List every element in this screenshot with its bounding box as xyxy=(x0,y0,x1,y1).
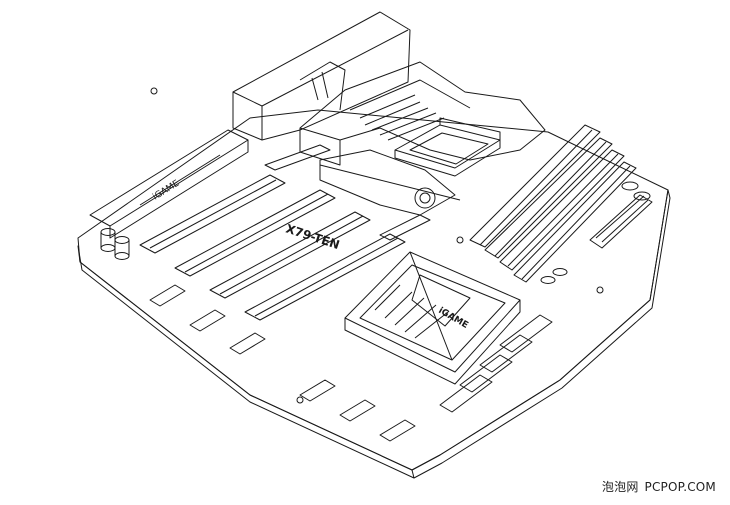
mounting-holes xyxy=(150,87,604,404)
atx-power-connector xyxy=(589,194,653,249)
dimm-slots xyxy=(469,124,637,283)
cpu-socket xyxy=(394,117,501,177)
chipset-heatsink xyxy=(344,251,521,385)
socket-retention xyxy=(319,149,456,216)
center-logo-label: X79-TEN xyxy=(284,222,341,252)
capacitors-right xyxy=(540,181,651,284)
small-heatsink xyxy=(264,144,431,241)
sata-ports-right xyxy=(439,314,553,413)
watermark-site-cn: 泡泡网 xyxy=(601,480,639,494)
vrm-heatsink xyxy=(299,61,546,201)
io-shroud-brand-label: iGAME xyxy=(151,178,181,202)
watermark: 泡泡网 PCPOP.COM xyxy=(602,478,716,495)
pcb-board xyxy=(77,109,671,479)
watermark-site-en: PCPOP.COM xyxy=(644,480,716,494)
pcie-slots xyxy=(139,174,406,321)
io-shroud xyxy=(232,11,411,141)
chipset-brand-label: iGAME xyxy=(437,306,470,331)
bottom-connectors xyxy=(149,284,416,442)
io-strip xyxy=(89,129,249,239)
capacitors-left xyxy=(100,228,130,260)
